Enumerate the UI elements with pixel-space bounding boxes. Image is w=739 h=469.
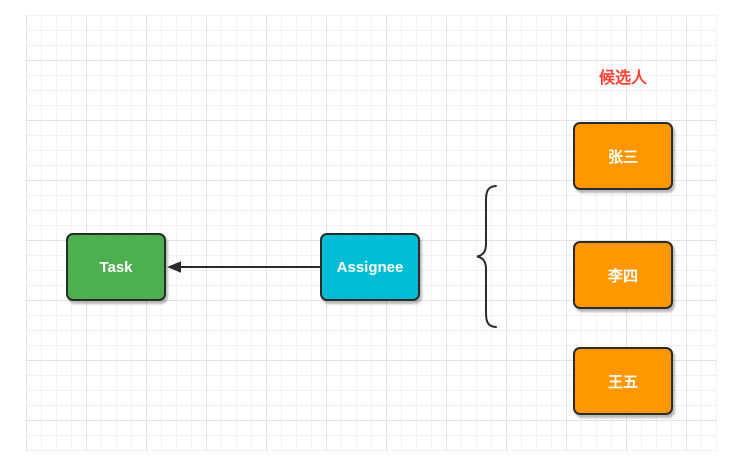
candidate-node-2-label: 李四 xyxy=(607,267,638,285)
task-node-label: Task xyxy=(99,258,133,276)
candidate-node-1-label: 张三 xyxy=(607,148,638,166)
candidates-title-label: 候选人 xyxy=(598,70,647,87)
assignee-node[interactable]: Assignee xyxy=(320,233,420,301)
candidate-node-3[interactable]: 王五 xyxy=(573,347,673,415)
assignee-node-label: Assignee xyxy=(336,258,404,276)
candidate-node-3-label: 王五 xyxy=(607,373,638,391)
candidate-node-1[interactable]: 张三 xyxy=(573,122,673,190)
task-node[interactable]: Task xyxy=(66,233,166,301)
candidate-node-2[interactable]: 李四 xyxy=(573,241,673,309)
